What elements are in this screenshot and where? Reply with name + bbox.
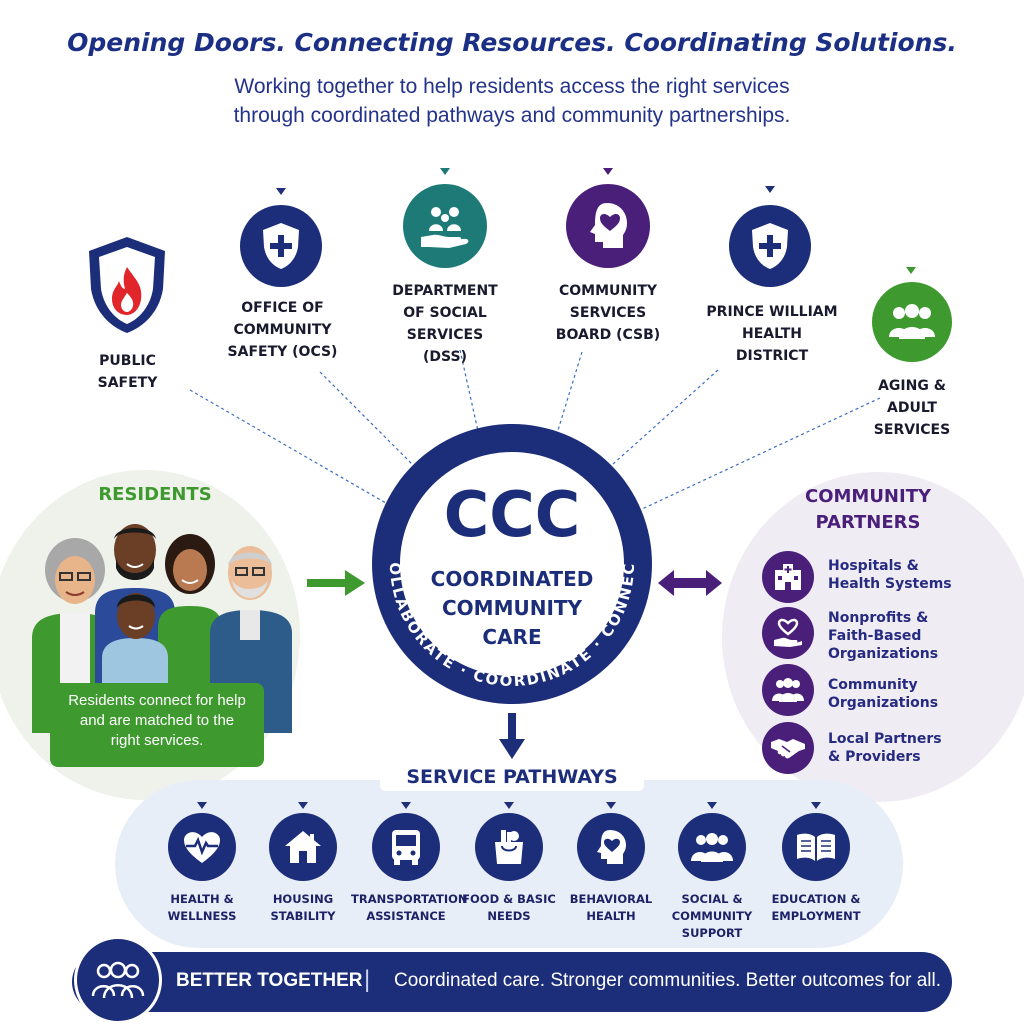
cross-shield-icon (729, 205, 811, 287)
head-heart-icon (577, 813, 645, 881)
partner-label: Hospitals &Health Systems (828, 558, 952, 592)
footer-title: BETTER TOGETHER (176, 970, 363, 991)
house-icon (269, 813, 337, 881)
heart-hand-icon (762, 607, 814, 659)
pin-marker (811, 802, 821, 809)
group-icon (678, 813, 746, 881)
subtitle-line: through coordinated pathways and communi… (233, 104, 791, 127)
partners-title: COMMUNITY PARTNERS (804, 486, 932, 533)
pin-marker (606, 802, 616, 809)
arrow-right-icon (307, 570, 365, 596)
pin-marker (298, 802, 308, 809)
pin-marker (440, 168, 450, 175)
subtitle: Working together to help residents acces… (0, 72, 1024, 130)
headline: Opening Doors. Connecting Resources. Coo… (67, 28, 957, 57)
hospital-icon (762, 551, 814, 603)
subtitle-line: Working together to help residents acces… (234, 75, 790, 98)
ccc-acronym: CCC (443, 478, 581, 551)
pin-marker (401, 802, 411, 809)
book-icon (782, 813, 850, 881)
pin-marker (276, 188, 286, 195)
pin-marker (504, 802, 514, 809)
pathway-label: EDUCATION &EMPLOYMENT (771, 892, 861, 923)
grocery-bag-icon (475, 813, 543, 881)
footer-tagline: Coordinated care. Stronger communities. … (394, 970, 942, 991)
ccc-name: COORDINATED COMMUNITY CARE (430, 567, 594, 649)
footer-banner (72, 952, 952, 1012)
group-icon (74, 936, 162, 1024)
double-arrow-icon (658, 570, 722, 596)
arrow-down-icon (499, 713, 525, 759)
pin-marker (197, 802, 207, 809)
handshake-icon (762, 722, 814, 774)
public-safety-icon (85, 235, 169, 339)
group-icon (872, 282, 952, 362)
residents-title: RESIDENTS (98, 484, 212, 505)
ccc-hub: COLLABORATE · COORDINATE · CONNECT (368, 418, 652, 704)
pin-marker (765, 186, 775, 193)
pin-marker (707, 802, 717, 809)
pathways-title: SERVICE PATHWAYS (380, 763, 644, 791)
cross-shield-icon (240, 205, 322, 287)
heart-pulse-icon (168, 813, 236, 881)
bus-icon (372, 813, 440, 881)
pathway-label: HEALTH &WELLNESS (167, 892, 237, 923)
pin-marker (603, 168, 613, 175)
pin-marker (906, 267, 916, 274)
footer-divider: | (364, 966, 371, 993)
partner-label: Local Partners& Providers (828, 731, 942, 765)
family-hands-icon (403, 184, 487, 268)
head-heart-icon (566, 184, 650, 268)
people-icon (762, 664, 814, 716)
